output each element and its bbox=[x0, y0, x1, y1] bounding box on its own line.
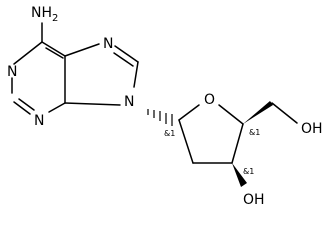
furanose-ring bbox=[178, 104, 244, 164]
c3-hydroxyl-wedge bbox=[232, 163, 247, 187]
n3-label: N bbox=[34, 113, 44, 129]
molecule-canvas: NH2 N N N N O OH OH &1 &1 &1 bbox=[7, 5, 323, 208]
c4-stereo-label: &1 bbox=[249, 128, 260, 137]
ring-oxygen-label: O bbox=[204, 92, 215, 108]
n1-label: N bbox=[7, 64, 17, 80]
side-hydroxyl-label: OH bbox=[301, 121, 323, 137]
pyrimidine-ring bbox=[11, 22, 66, 115]
c1-stereo-label: &1 bbox=[164, 129, 175, 138]
n7-label: N bbox=[103, 36, 113, 52]
amine-label: NH2 bbox=[31, 5, 58, 24]
c3-stereo-label: &1 bbox=[243, 167, 254, 176]
glycosidic-hashed-bond bbox=[147, 109, 173, 126]
imidazole-ring bbox=[64, 43, 139, 106]
deoxyadenosine-structure: NH2 N N N N O OH OH &1 &1 &1 bbox=[7, 5, 323, 208]
hydroxymethyl-group bbox=[243, 101, 298, 124]
ring-hydroxyl-label: OH bbox=[243, 192, 265, 208]
n9-label: N bbox=[124, 94, 134, 110]
